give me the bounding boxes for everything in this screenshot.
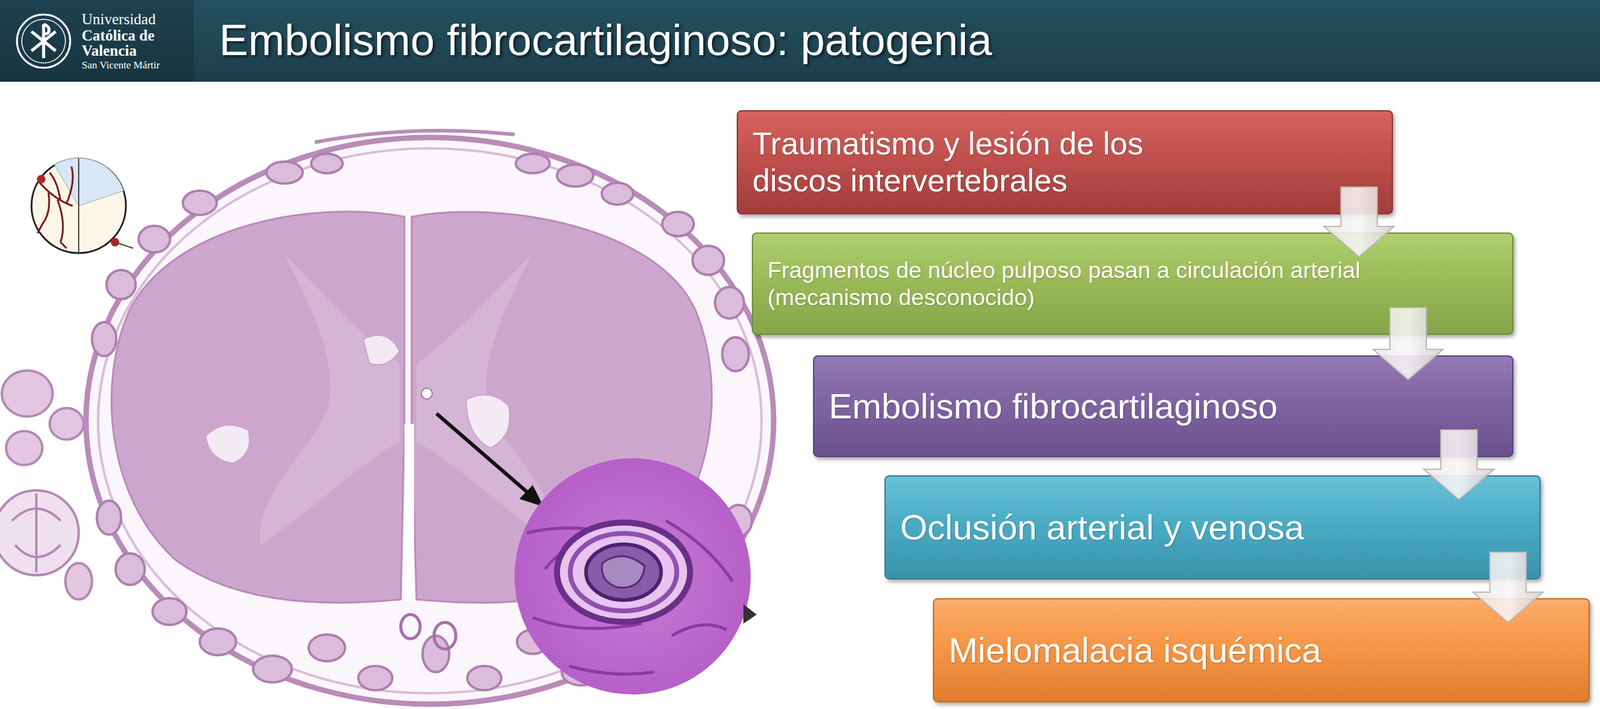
- slide-title: Embolismo fibrocartilaginoso: patogenia: [219, 10, 993, 70]
- process-box: Mielomalacia isquémica: [932, 598, 1590, 703]
- flow-arrow: [1372, 307, 1444, 380]
- logo-text: Valencia: [81, 42, 137, 59]
- arachnoid-ring: [98, 148, 762, 694]
- logo-text: San Vicente Mártir: [81, 59, 160, 71]
- box-text: Traumatismo y lesión de los discos inter…: [752, 125, 1237, 200]
- process-box: Traumatismo y lesión de los discos inter…: [736, 110, 1393, 215]
- box-text: Oclusión arterial y venosa: [900, 506, 1304, 548]
- title-bar: UniversidadCatólica deValenciaSan Vicent…: [0, 0, 1600, 82]
- flow-arrow: [1472, 552, 1544, 623]
- leader-line: [436, 413, 532, 496]
- nerve-roots: [92, 153, 752, 691]
- university-logo: [0, 0, 79, 82]
- logo-panel: UniversidadCatólica deValenciaSan Vicent…: [0, 0, 194, 82]
- process-box: Oclusión arterial y venosa: [884, 475, 1541, 580]
- box-text: Embolismo fibrocartilaginoso: [828, 385, 1278, 427]
- spinal-cord: [111, 211, 712, 603]
- flow-arrow: [1423, 429, 1495, 500]
- lesions: [205, 334, 510, 464]
- box-text: Mielomalacia isquémica: [948, 629, 1322, 671]
- box-text: Fragmentos de núcleo pulposo pasan a cir…: [767, 256, 1380, 311]
- logo-text: Católica de: [81, 27, 155, 44]
- process-box: Embolismo fibrocartilaginoso: [813, 355, 1514, 458]
- process-box: Fragmentos de núcleo pulposo pasan a cir…: [751, 232, 1514, 335]
- vessels: [400, 614, 456, 649]
- dura-ring: [85, 137, 774, 705]
- flow-arrow: [1323, 187, 1395, 257]
- paravertebral-structures: [0, 370, 93, 600]
- ventral-fissure: [404, 423, 415, 603]
- logo-text: Universidad: [81, 10, 156, 28]
- vascular-schematic: [31, 158, 134, 254]
- embolus-inset: [514, 458, 757, 695]
